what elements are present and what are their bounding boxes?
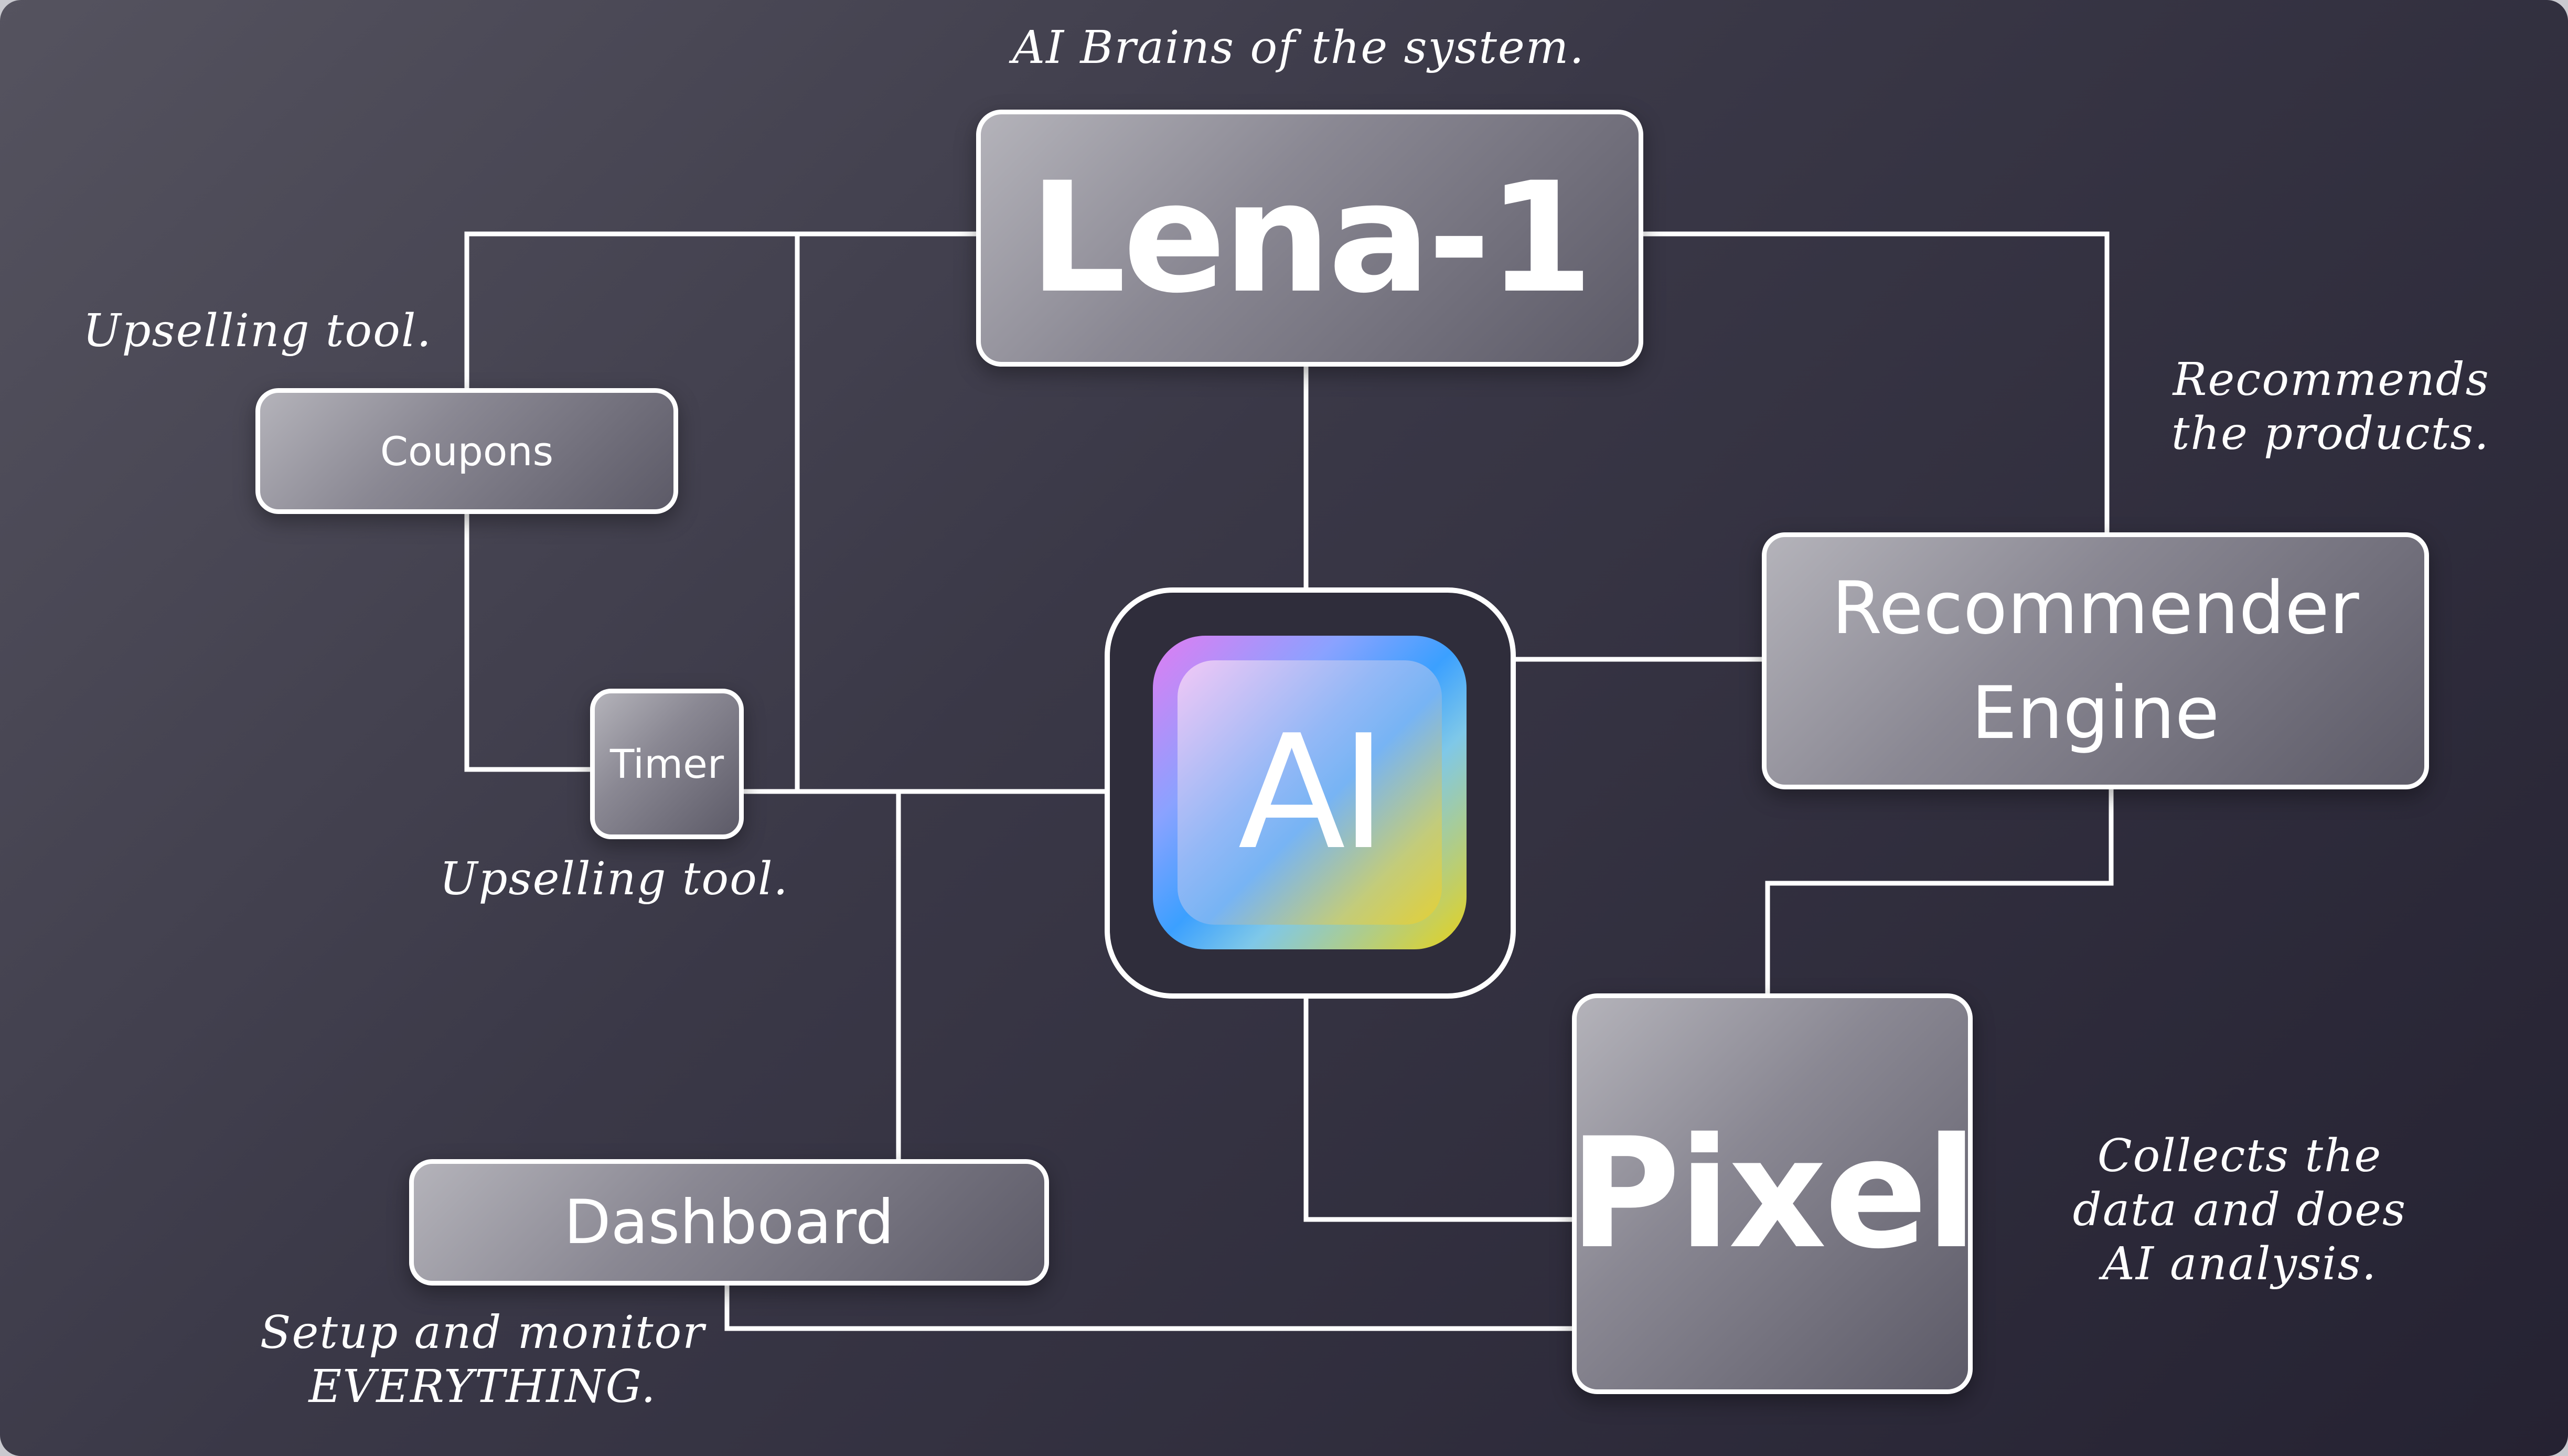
connector-ai-pixel <box>1303 999 1572 1222</box>
ai-label: AI <box>1238 701 1387 884</box>
connector-recommender-pixel <box>1765 789 2114 993</box>
dashboard-annotation: Setup and monitor EVERYTHING. <box>260 1307 705 1414</box>
lena-1-node: Lena-1 <box>976 110 1643 367</box>
dashboard-label: Dashboard <box>564 1187 894 1258</box>
coupons-node: Coupons <box>255 388 678 514</box>
dashboard-node: Dashboard <box>409 1159 1049 1286</box>
coupons-annotation: Upselling tool. <box>83 305 432 357</box>
lena-annotation: AI Brains of the system. <box>1012 22 1585 74</box>
recommender-engine-node: Recommender Engine <box>1762 532 2429 789</box>
lena-1-label: Lena-1 <box>1029 149 1593 327</box>
recommender-label-line2: Engine <box>1971 671 2220 755</box>
timer-label: Timer <box>609 741 724 787</box>
pixel-label: Pixel <box>1569 1105 1977 1282</box>
recommender-label-line1: Recommender <box>1832 565 2359 650</box>
coupons-label: Coupons <box>380 427 554 475</box>
connector-lena-recommender <box>1643 231 2110 532</box>
timer-annotation: Upselling tool. <box>440 853 789 905</box>
connector-dashboard-pixel <box>724 1286 1572 1331</box>
connector-lena-coupons <box>464 231 976 388</box>
connector-coupons-timer <box>464 514 590 772</box>
pixel-annotation: Collects the data and does AI analysis. <box>2072 1130 2407 1291</box>
pixel-node: Pixel <box>1569 993 1978 1394</box>
timer-node: Timer <box>590 689 744 839</box>
connector-lena-ai-left <box>795 231 1105 794</box>
ai-icon-inner: AI <box>1178 660 1442 925</box>
recommender-annotation: Recommends the products. <box>2171 354 2490 461</box>
